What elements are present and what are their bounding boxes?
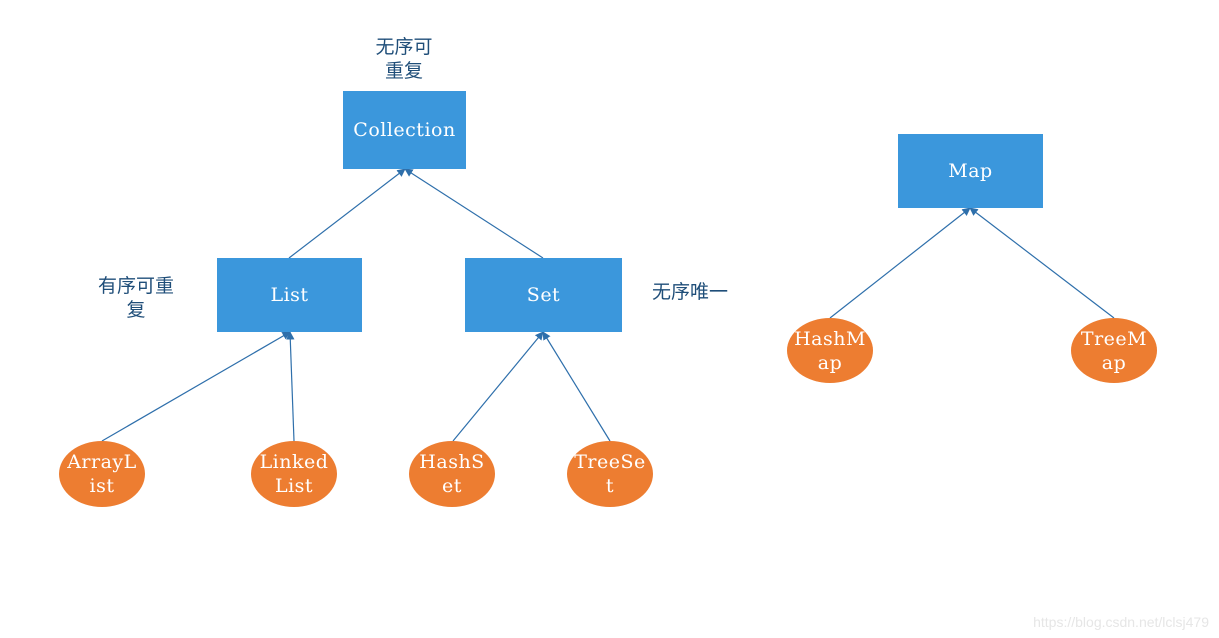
edge-treeset-set [542,331,611,442]
collection-label: Collection [353,119,456,141]
arraylist-node: ArrayList [59,441,145,507]
hashset-node: HashSet [409,441,495,507]
edge-linkedlist-list [286,331,295,442]
set-node: Set [465,258,622,332]
linkedlist-node: LinkedList [251,441,337,507]
hashset-label: HashSet [419,451,485,497]
list-node: List [217,258,362,332]
arraylist-label: ArrayList [67,451,137,497]
set-label: Set [526,284,561,306]
edge-hashmap-map [829,207,971,319]
treeset-label: TreeSet [574,451,646,497]
edge-set-collection [404,168,544,259]
treeset-node: TreeSet [567,441,653,507]
edge-treemap-map [969,207,1115,319]
map-node: Map [898,134,1043,208]
list-label: List [270,284,309,306]
watermark: https://blog.csdn.net/lclsj479 [1033,614,1209,630]
edge-arraylist-list [101,331,291,442]
edge-hashset-set [452,331,544,442]
treemap-label: TreeMap [1080,327,1148,374]
treemap-node: TreeMap [1071,318,1157,383]
set-note: 无序唯一 [651,281,728,303]
map-label: Map [948,160,993,182]
list-note: 有序可重复 [97,275,174,321]
hashmap-node: HashMap [787,318,873,383]
edge-list-collection [288,168,406,259]
hashmap-label: HashMap [794,327,866,374]
collection-note: 无序可重复 [375,36,433,82]
collection-node: Collection [343,91,466,169]
linkedlist-label: LinkedList [259,451,329,497]
